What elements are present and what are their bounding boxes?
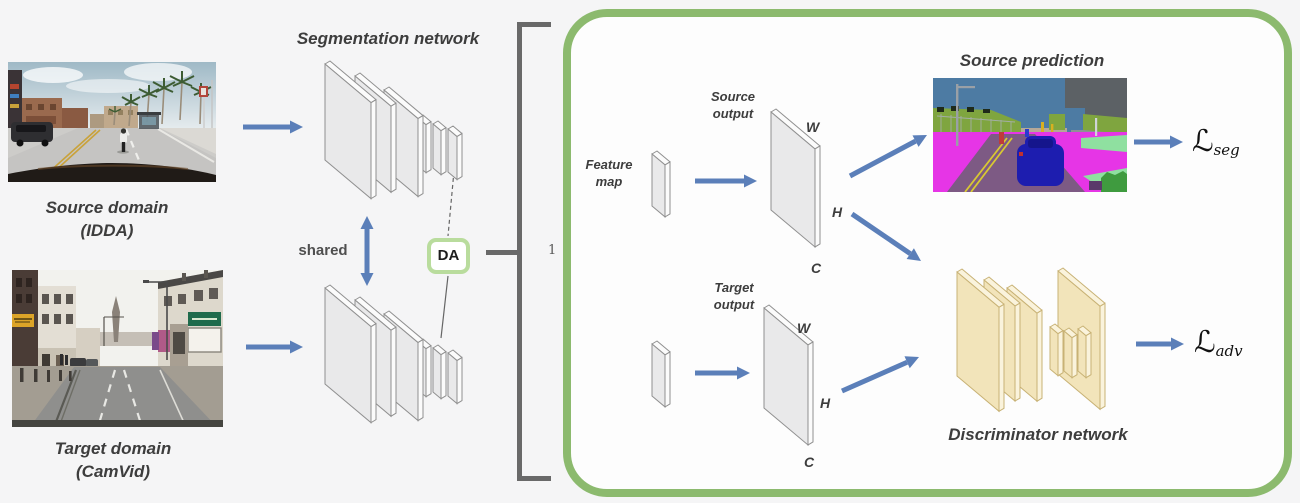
feature-map-label-line1: Feature	[585, 157, 633, 172]
camvid-street-lamps	[103, 280, 168, 360]
adv-loss-symbol: ℒ	[1194, 325, 1216, 360]
shared-weights-label: shared	[298, 242, 348, 259]
segmentation-loss: ℒseg	[1192, 124, 1240, 159]
idda-sign-poles	[199, 80, 213, 128]
da-connector-lines	[440, 170, 455, 339]
target-output-dim-w: W	[797, 320, 811, 336]
source-domain-caption: Source domain (IDDA)	[17, 196, 197, 242]
pred-car	[1017, 136, 1064, 186]
pred-bush	[1089, 171, 1127, 192]
bracket-number-label: 1	[548, 243, 557, 258]
source-domain-caption-line1: Source domain	[45, 198, 169, 217]
camvid-left-buildings	[12, 270, 100, 368]
discriminator-network-title: Discriminator network	[948, 425, 1128, 444]
source-output-tensor	[770, 108, 821, 249]
adversarial-loss: ℒadv	[1194, 325, 1243, 360]
target-domain-caption: Target domain (CamVid)	[23, 437, 203, 483]
source-output-label-line1: Source	[710, 89, 756, 104]
pred-figures	[999, 118, 1098, 144]
bracket	[486, 22, 551, 481]
idda-bus-shelter	[137, 112, 161, 129]
source-prediction-title: Source prediction	[959, 51, 1105, 70]
seg-loss-subscript: seg	[1213, 141, 1240, 160]
target-output-label: Target output	[701, 279, 767, 313]
segmentation-network-title: Segmentation network	[296, 29, 480, 48]
source-output-dim-h: H	[832, 204, 843, 220]
camvid-right-buildings	[152, 270, 223, 366]
seg-loss-symbol: ℒ	[1192, 124, 1214, 159]
target-output-dim-h: H	[820, 395, 831, 411]
source-domain-caption-line2: (IDDA)	[80, 221, 134, 240]
discriminator-network-stack	[956, 267, 1106, 413]
camvid-bollards	[20, 368, 72, 382]
adv-loss-subscript: adv	[1215, 342, 1243, 361]
target-domain-caption-line2: (CamVid)	[76, 462, 150, 481]
feature-map-slab-bottom	[651, 340, 671, 408]
segmentation-network-bottom-stack	[324, 284, 463, 424]
source-output-dim-c: C	[811, 260, 822, 276]
adaptation-module-panel	[563, 9, 1292, 497]
pred-fence	[936, 114, 1016, 134]
domain-adaptation-box: DA	[427, 238, 470, 274]
pred-pole	[956, 84, 975, 146]
target-domain-photo-camvid	[12, 270, 223, 427]
idda-car-hood	[8, 163, 216, 182]
source-output-label-line2: output	[712, 106, 754, 121]
target-output-label-line1: Target	[714, 280, 754, 295]
source-output-dim-w: W	[806, 119, 820, 135]
segmentation-network-top-stack	[324, 60, 463, 200]
target-output-tensor	[763, 304, 814, 447]
source-prediction-image	[933, 78, 1127, 192]
flow-arrows	[243, 120, 1184, 394]
source-output-label: Source output	[700, 88, 766, 122]
feature-map-label: Feature map	[574, 156, 644, 190]
target-output-label-line2: output	[713, 297, 755, 312]
camvid-road	[12, 366, 223, 427]
feature-map-label-line2: map	[595, 174, 623, 189]
idda-vehicles	[11, 122, 129, 154]
source-domain-photo-idda	[8, 62, 216, 182]
target-output-dim-c: C	[804, 454, 815, 470]
target-domain-caption-line1: Target domain	[54, 439, 172, 458]
feature-map-slab-top	[651, 150, 671, 218]
